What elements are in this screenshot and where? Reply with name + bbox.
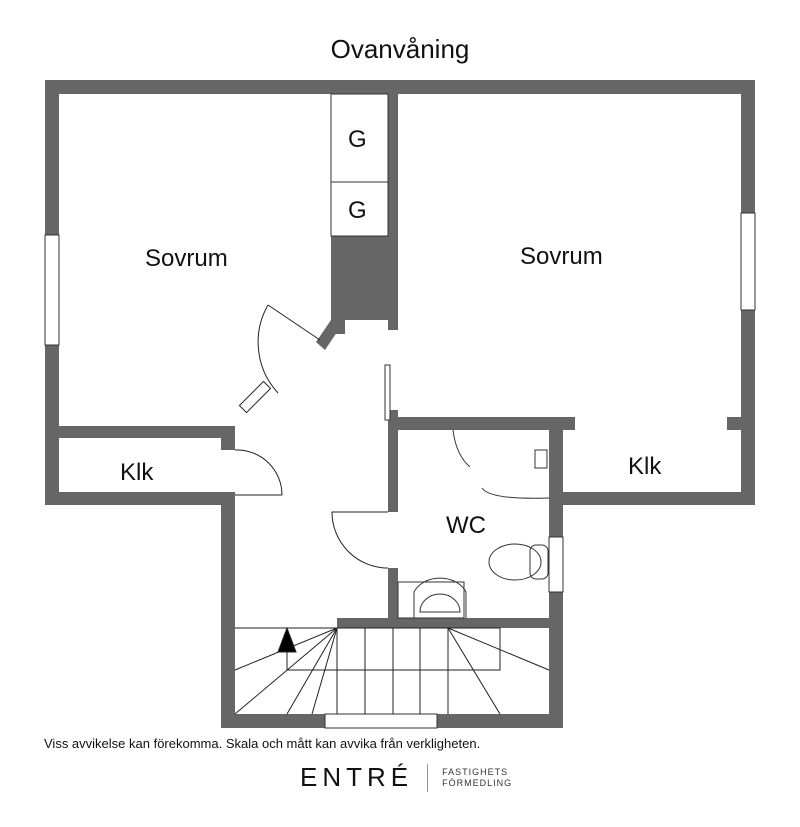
wardrobe-1 xyxy=(330,93,389,183)
stair-arrow-icon xyxy=(277,626,297,653)
logo-divider xyxy=(427,763,429,792)
doors xyxy=(234,304,389,569)
sliding-door xyxy=(384,364,391,421)
room-label-wc: WC xyxy=(446,512,486,539)
window-wc xyxy=(548,536,564,593)
wc-fixtures xyxy=(397,429,550,619)
floor-title: Ovanvåning xyxy=(330,34,470,64)
window-left xyxy=(44,234,60,346)
logo-line-2: FÖRMEDLING xyxy=(442,777,513,788)
wardrobe-label-1: G xyxy=(348,126,367,153)
window-stair xyxy=(324,713,438,729)
room-label-bedroom-left: Sovrum xyxy=(145,245,228,272)
room-label-bedroom-right: Sovrum xyxy=(520,243,603,270)
walls xyxy=(45,80,755,728)
disclaimer: Viss avvikelse kan förekomma. Skala och … xyxy=(44,736,481,751)
window-right xyxy=(740,212,756,311)
room-label-closet-right: Klk xyxy=(628,453,662,480)
logo-line-1: FASTIGHETS xyxy=(442,766,509,777)
logo-brand: ENTRÉ xyxy=(300,762,414,792)
room-label-closet-left: Klk xyxy=(120,459,154,486)
stairs xyxy=(234,626,550,715)
wardrobe-label-2: G xyxy=(348,197,367,224)
wardrobe-2 xyxy=(330,181,389,237)
